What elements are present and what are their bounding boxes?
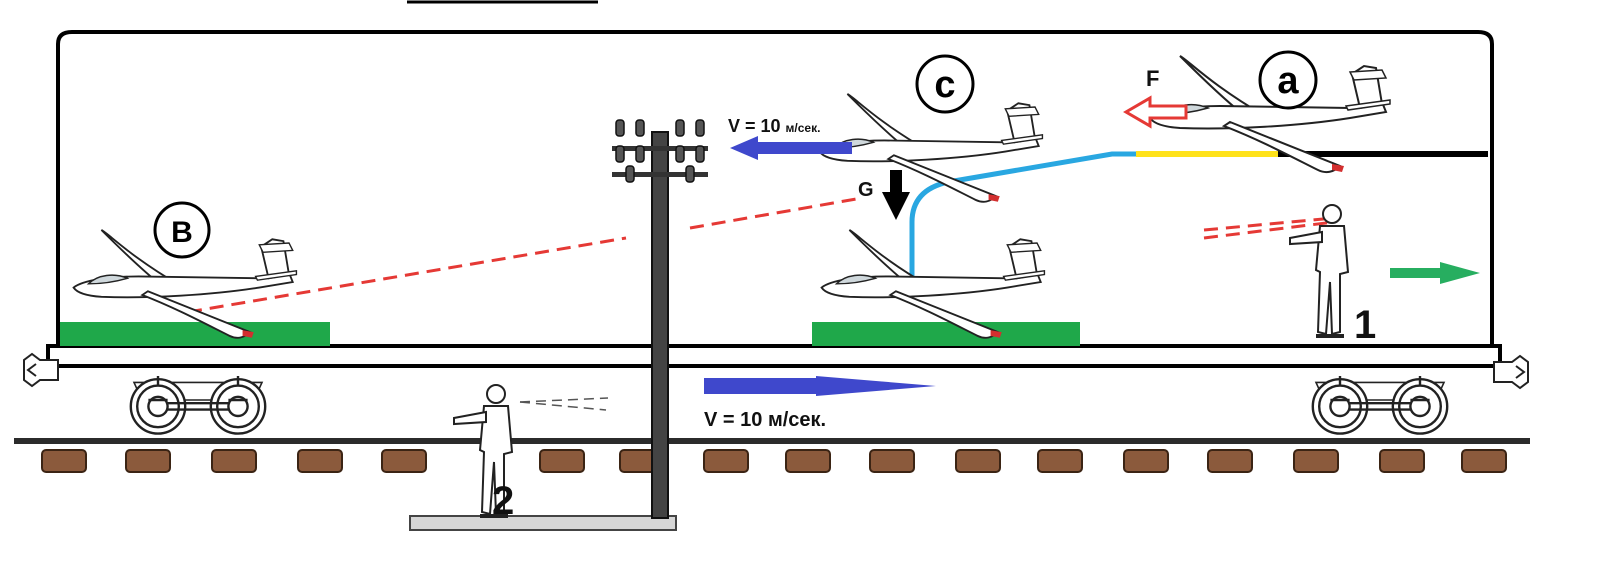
car-motion-arrow — [1390, 262, 1480, 284]
sleeper — [125, 449, 171, 473]
bogie-left — [129, 374, 267, 436]
car-velocity-value: V = 10 — [704, 409, 768, 431]
force-f-arrow — [1123, 95, 1188, 129]
sleeper — [1123, 449, 1169, 473]
ground-sight-lines — [519, 397, 609, 411]
label-c-badge: c — [915, 54, 975, 114]
sleeper — [955, 449, 1001, 473]
label-b: B — [171, 216, 193, 249]
glider-velocity-label: V = 10 м/сек. — [728, 116, 820, 136]
sleeper — [869, 449, 915, 473]
sleeper — [211, 449, 257, 473]
insulator — [685, 165, 695, 183]
railcar-body — [46, 30, 1502, 368]
glider-velocity-arrow — [730, 136, 852, 160]
insulator — [615, 145, 625, 163]
car-velocity-unit: м/сек. — [768, 409, 826, 431]
sleeper — [381, 449, 427, 473]
sleeper — [41, 449, 87, 473]
label-a-badge: a — [1258, 50, 1318, 110]
glider-velocity-unit: м/сек. — [786, 121, 821, 135]
sleeper — [1379, 449, 1425, 473]
force-f-label: F — [1146, 66, 1159, 91]
launch-pad-c — [812, 322, 1080, 346]
sleeper — [703, 449, 749, 473]
sleeper — [1207, 449, 1253, 473]
glider-velocity-value: V = 10 — [728, 116, 786, 136]
label-b-badge: B — [153, 201, 211, 259]
insulator — [675, 145, 685, 163]
insulator — [675, 119, 685, 137]
sleeper — [1037, 449, 1083, 473]
bogie-right — [1311, 374, 1449, 436]
utility-pole — [612, 119, 708, 519]
observer-2-label: 2 — [492, 479, 514, 523]
sleeper — [297, 449, 343, 473]
force-g-label: G — [858, 179, 874, 201]
glider-on-pad-c — [820, 229, 1046, 339]
insulator — [695, 145, 705, 163]
insulator — [635, 119, 645, 137]
sleeper — [1461, 449, 1507, 473]
insulator — [695, 119, 705, 137]
sleeper — [1293, 449, 1339, 473]
car-velocity-label: V = 10 м/сек. — [704, 409, 826, 431]
label-c: c — [934, 64, 955, 106]
sleeper — [785, 449, 831, 473]
insulator — [635, 145, 645, 163]
rail — [14, 438, 1530, 444]
launch-pad-b — [60, 322, 330, 346]
sleepers — [41, 449, 1507, 473]
observer-1-label: 1 — [1354, 303, 1376, 347]
sight-lines — [187, 196, 1335, 314]
label-a: a — [1277, 60, 1299, 102]
sleeper — [539, 449, 585, 473]
car-velocity-arrow — [704, 376, 936, 396]
insulator — [625, 165, 635, 183]
force-g-arrow — [882, 170, 910, 220]
insulator — [615, 119, 625, 137]
ground-platform — [409, 515, 677, 531]
